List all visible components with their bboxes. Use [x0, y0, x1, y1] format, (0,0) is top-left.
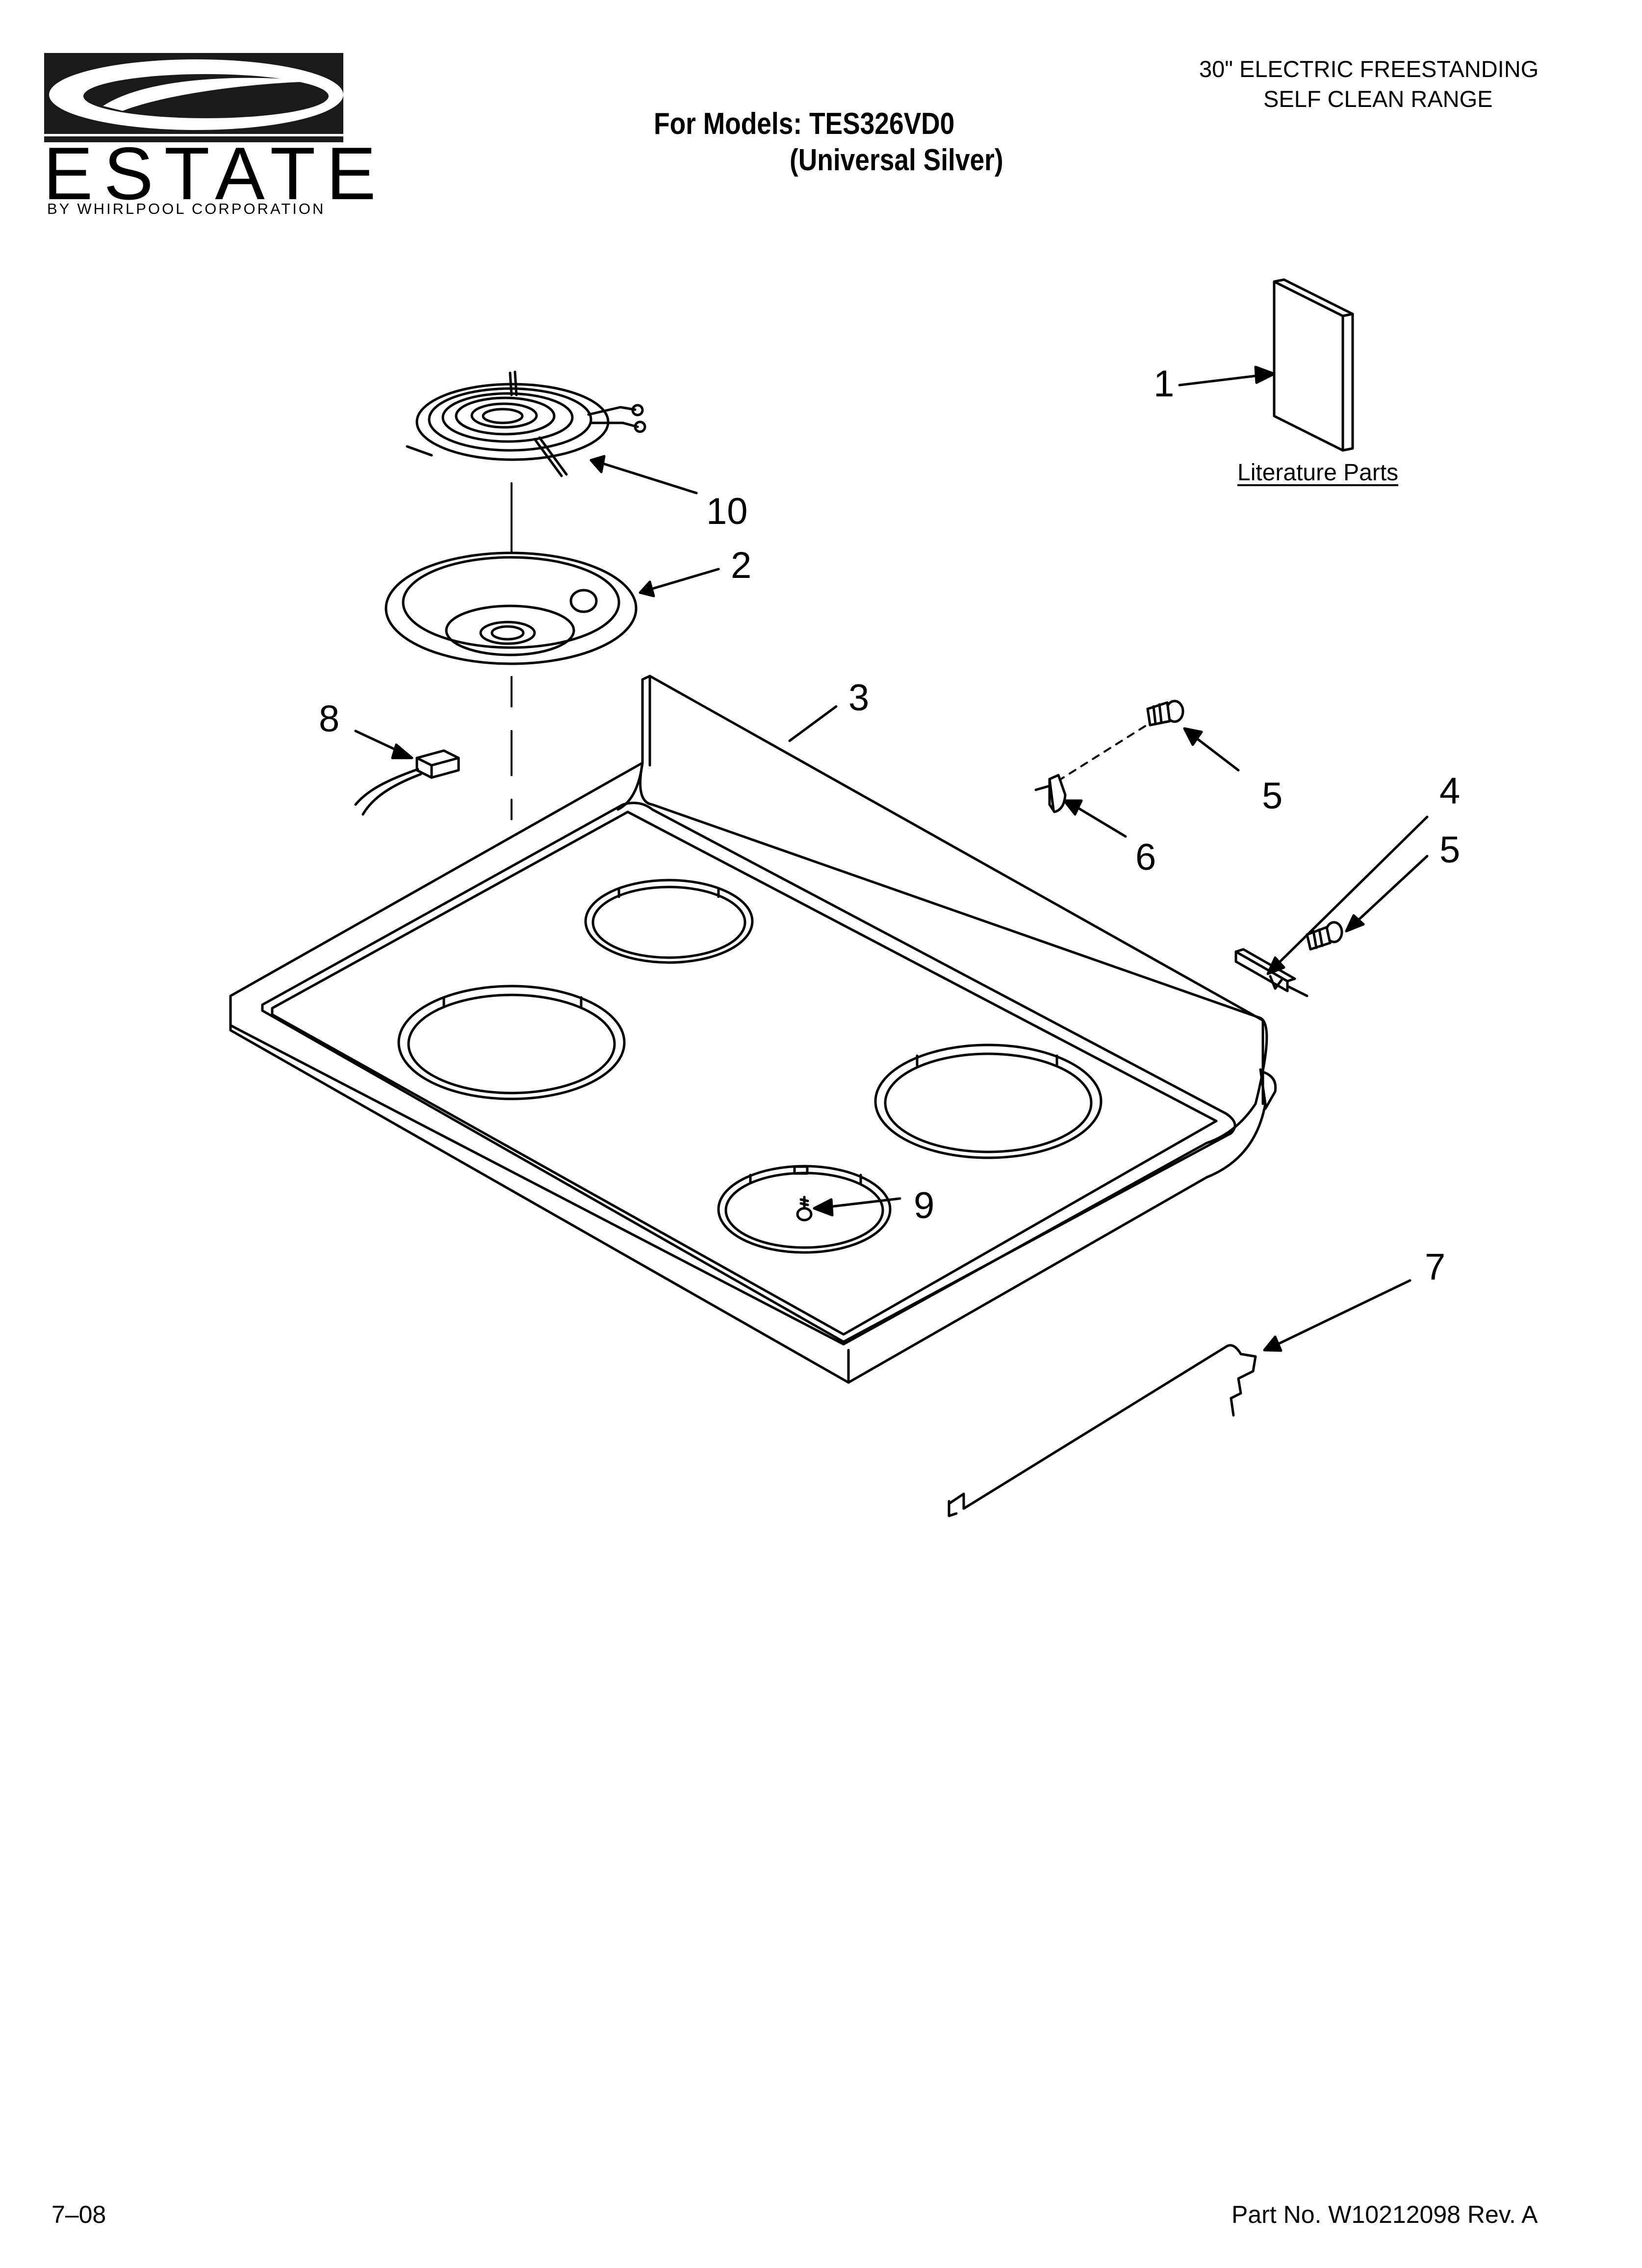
- brand-subtitle: BY WHIRLPOOL CORPORATION: [47, 200, 326, 217]
- footer-date: 7–08: [51, 2201, 106, 2228]
- estate-logo: [44, 53, 343, 142]
- leader-lines: [354, 365, 1429, 1352]
- callout-7: 7: [1425, 1246, 1446, 1288]
- screw-part-9: [796, 1196, 813, 1222]
- callout-8: 8: [319, 698, 340, 740]
- models-title: For Models: TES326VD0: [654, 107, 955, 141]
- product-type-line1: 30" ELECTRIC FREESTANDING: [1199, 56, 1539, 82]
- rod-part-7: [948, 1344, 1257, 1517]
- screw-part-5-upper: [1146, 700, 1184, 727]
- surface-element-coil: [406, 370, 646, 477]
- callout-4: 4: [1439, 770, 1461, 812]
- callout-5-lower: 5: [1439, 829, 1461, 871]
- callout-1: 1: [1154, 363, 1175, 405]
- literature-parts-label: Literature Parts: [1237, 460, 1399, 486]
- screw-alignment-line: [1058, 725, 1146, 781]
- literature-booklet: [1273, 278, 1354, 452]
- burner-opening-rear-right: [874, 1043, 1103, 1159]
- footer-part-number: Part No. W10212098 Rev. A: [1232, 2201, 1538, 2228]
- brand-wordmark: ESTATE: [43, 132, 387, 215]
- callout-5-upper: 5: [1262, 775, 1283, 817]
- drip-bowl: [385, 551, 638, 665]
- callout-3: 3: [848, 677, 870, 719]
- callout-10: 10: [706, 491, 748, 532]
- callout-6: 6: [1135, 836, 1156, 878]
- product-type-line2: SELF CLEAN RANGE: [1263, 86, 1493, 112]
- clip-part-6: [1034, 774, 1067, 813]
- burner-opening-rear-left: [584, 879, 754, 964]
- burner-opening-front-left: [397, 985, 626, 1100]
- callout-2: 2: [731, 545, 752, 586]
- callout-9: 9: [914, 1185, 935, 1226]
- screw-part-5-lower: [1306, 921, 1343, 951]
- cooktop-main-top: [229, 675, 1277, 1384]
- models-color: (Universal Silver): [790, 143, 1003, 177]
- terminal-block: [354, 749, 460, 816]
